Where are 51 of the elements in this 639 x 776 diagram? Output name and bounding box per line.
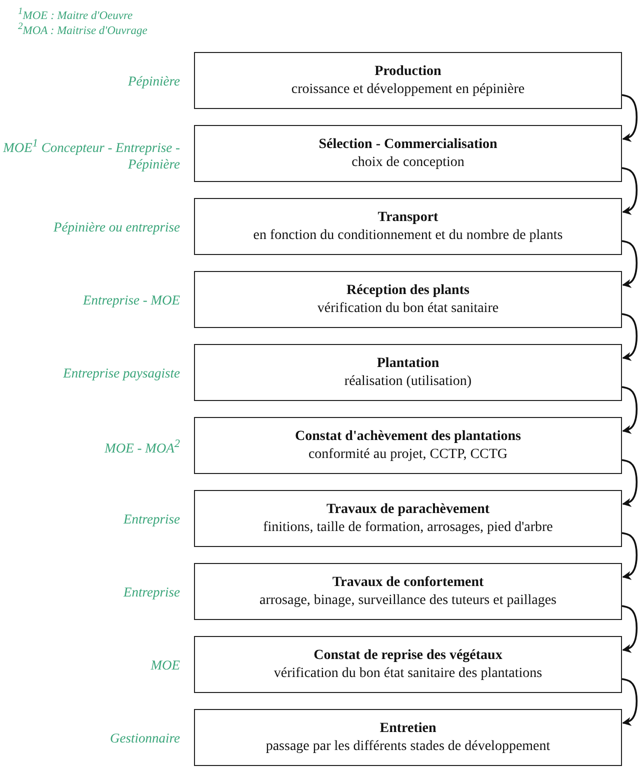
step-title: Travaux de parachèvement: [326, 500, 490, 518]
footnote: $^{1}$MOE : Maitre d'Oeuvre: [18, 6, 133, 22]
arrow: [622, 386, 638, 434]
step-box: [194, 636, 622, 693]
step-description: vérification du bon état sanitaire des plantations: [274, 664, 542, 682]
step-box: [194, 271, 622, 328]
actor-label: Entreprise paysagiste: [62, 364, 180, 381]
step-box: [194, 344, 622, 401]
step-description: vérification du bon état sanitaire: [317, 300, 499, 318]
step-title: Production: [374, 62, 442, 80]
step-title: Travaux de confortement: [332, 574, 484, 592]
step-title: Transport: [378, 208, 438, 226]
actor-label: Pépinière: [127, 72, 180, 89]
actor-label: Entreprise: [122, 583, 180, 600]
actor-label: MOE$^{1}$ Concepteur - Entreprise - Pépinière: [2, 136, 180, 172]
step-title: Constat de reprise des végétaux: [314, 646, 502, 664]
actor-label: Pépinière ou entreprise: [52, 218, 180, 235]
arrow: [622, 94, 638, 142]
arrow: [622, 240, 638, 288]
step-title: Entretien: [380, 720, 436, 738]
arrow: [622, 532, 638, 580]
actor-label: MOE - MOA$^{2}$: [104, 436, 180, 456]
arrow: [622, 459, 638, 507]
actor-label: Gestionnaire: [109, 729, 180, 746]
step-box: [194, 52, 622, 109]
arrow: [622, 313, 638, 361]
step-description: passage par les différents stades de développement: [266, 738, 550, 756]
step-box: [194, 563, 622, 620]
actor-label: Entreprise: [122, 510, 180, 527]
step-box: [194, 709, 622, 766]
step-box: [194, 417, 622, 474]
step-title: Plantation: [376, 354, 440, 372]
step-box: [194, 125, 622, 182]
actor-label: Entreprise - MOE: [82, 291, 180, 308]
step-description: conformité au projet, CCTP, CCTG: [308, 446, 508, 464]
step-description: choix de conception: [352, 154, 464, 172]
arrow: [622, 605, 638, 653]
footnote: $^{2}$MOA : Maitrise d'Ouvrage: [18, 21, 148, 37]
step-title: Sélection - Commercialisation: [318, 136, 498, 154]
arrow: [622, 678, 638, 726]
arrow: [622, 167, 638, 215]
step-description: finitions, taille de formation, arrosages, pied d'arbre: [263, 518, 553, 536]
step-description: arrosage, binage, surveillance des tuteurs et paillages: [260, 592, 556, 610]
step-title: Réception des plants: [346, 282, 470, 300]
step-description: en fonction du conditionnement et du nombre de plants: [253, 226, 563, 244]
actor-label: MOE: [150, 656, 180, 673]
step-description: croissance et développement en pépinière: [291, 80, 525, 98]
step-description: réalisation (utilisation): [344, 372, 472, 390]
step-box: [194, 198, 622, 255]
step-title: Constat d'achèvement des plantations: [295, 428, 521, 446]
step-box: [194, 490, 622, 547]
